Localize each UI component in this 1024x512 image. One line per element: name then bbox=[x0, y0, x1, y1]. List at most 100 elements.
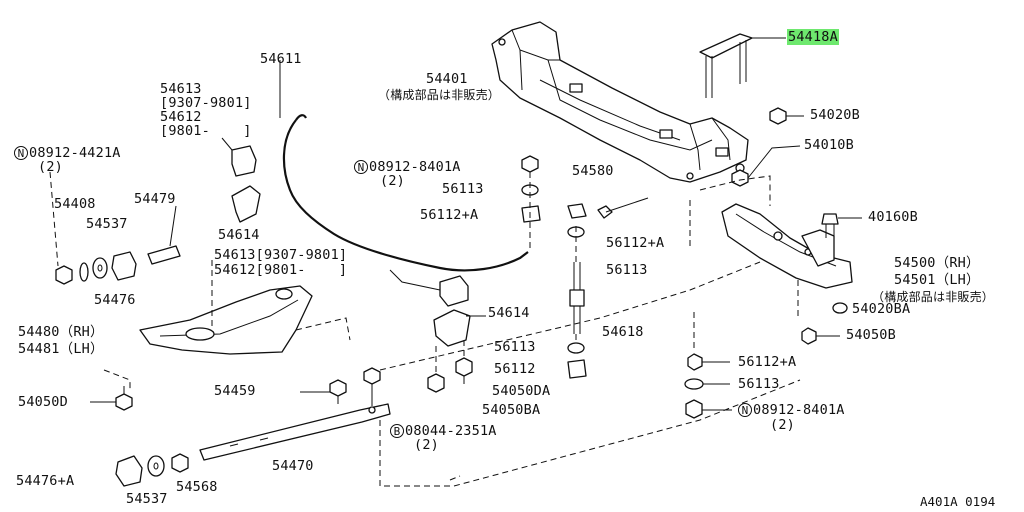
range: [9307-9801] bbox=[255, 247, 348, 263]
bushing-54476a bbox=[115, 455, 143, 487]
label-54614-mid[interactable]: 54614 bbox=[488, 305, 530, 321]
washer-56113-right bbox=[684, 378, 730, 390]
label-56113-right[interactable]: 56113 bbox=[738, 376, 780, 392]
part-number: 08912-4421A bbox=[29, 145, 121, 161]
label-54501-note: （構成部品は非販売） bbox=[872, 290, 995, 304]
circle-b-icon: B bbox=[390, 424, 404, 438]
label-54401[interactable]: 54401 bbox=[426, 71, 468, 87]
label-56112a-center[interactable]: 56112+A bbox=[420, 207, 479, 223]
part-number: 08044-2351A bbox=[405, 423, 497, 439]
range-54612-top: [9801- ] bbox=[160, 123, 252, 139]
part-number: 54612 bbox=[214, 262, 256, 278]
label-54613-mid[interactable]: 54613[9307-9801] bbox=[214, 248, 347, 263]
label-54612-mid[interactable]: 54612[9801- ] bbox=[214, 263, 347, 278]
nut-08912-4421a bbox=[49, 171, 73, 285]
range-54613-top: [9307-9801] bbox=[160, 95, 252, 111]
nut-54050b bbox=[801, 327, 840, 345]
label-54020ba[interactable]: 54020BA bbox=[852, 301, 911, 317]
nut-54020ba bbox=[832, 302, 848, 314]
qty-08912-8401a-center: (2) bbox=[380, 173, 405, 189]
label-54476-top[interactable]: 54476 bbox=[94, 292, 136, 308]
label-54612-top[interactable]: 54612 bbox=[160, 109, 202, 125]
nut-54020b bbox=[769, 107, 804, 125]
qty-08912-4421a: (2) bbox=[38, 159, 63, 175]
bolt-54050da bbox=[455, 357, 473, 384]
qty-08912-8401a-right: (2) bbox=[770, 417, 795, 433]
collar-56112a-center-right bbox=[567, 203, 587, 219]
nut-54568 bbox=[171, 453, 189, 473]
label-54580[interactable]: 54580 bbox=[572, 163, 614, 179]
label-54501[interactable]: 54501（LH） bbox=[894, 272, 980, 288]
label-56112a-center-right[interactable]: 56112+A bbox=[606, 235, 665, 251]
collar-56112a-right bbox=[687, 353, 730, 371]
bolt-40160b bbox=[821, 213, 862, 238]
label-54050da[interactable]: 54050DA bbox=[492, 383, 551, 399]
label-54050d[interactable]: 54050D bbox=[18, 394, 68, 410]
nut-08912-8401a-center bbox=[521, 155, 539, 173]
label-54401-note: （構成部品は非販売） bbox=[378, 88, 501, 102]
bolt-54580 bbox=[597, 197, 649, 219]
label-54614-left[interactable]: 54614 bbox=[218, 227, 260, 243]
label-54418a[interactable]: 54418A bbox=[787, 29, 839, 45]
label-54618[interactable]: 54618 bbox=[602, 324, 644, 340]
part-number: 08912-8401A bbox=[369, 159, 461, 175]
qty-08044-2351a: (2) bbox=[414, 437, 439, 453]
crossmember-54401 bbox=[491, 21, 749, 183]
label-54050ba-center[interactable]: 54050BA bbox=[482, 402, 541, 418]
label-54537-top[interactable]: 54537 bbox=[86, 216, 128, 232]
label-56113-center1[interactable]: 56113 bbox=[442, 181, 484, 197]
bracket-54614-left bbox=[231, 185, 261, 223]
label-56113-center-right[interactable]: 56113 bbox=[606, 262, 648, 278]
label-54537-bottom[interactable]: 54537 bbox=[126, 491, 168, 507]
label-54459[interactable]: 54459 bbox=[214, 383, 256, 399]
part-number-54418a: 54418A bbox=[787, 29, 839, 45]
circle-n-icon: N bbox=[14, 146, 28, 160]
collar-56112-center bbox=[567, 359, 587, 379]
label-54470[interactable]: 54470 bbox=[272, 458, 314, 474]
link-54500 bbox=[721, 203, 853, 289]
bushing-54476-top bbox=[111, 251, 137, 281]
label-54020b[interactable]: 54020B bbox=[810, 107, 860, 123]
lower-arm-54480 bbox=[139, 260, 351, 355]
label-54481[interactable]: 54481（LH） bbox=[18, 341, 104, 357]
bushing-54613-mid bbox=[389, 269, 469, 307]
washer-54537-top bbox=[92, 257, 108, 279]
collar-56112a-center bbox=[521, 205, 541, 223]
washer-54408 bbox=[79, 262, 89, 282]
circle-n-icon: N bbox=[738, 403, 752, 417]
nut-54050ba-center bbox=[427, 373, 445, 393]
part-number: 54613 bbox=[214, 247, 256, 263]
label-54010b[interactable]: 54010B bbox=[804, 137, 854, 153]
label-54480[interactable]: 54480（RH） bbox=[18, 324, 104, 340]
bracket-54614-mid bbox=[433, 309, 486, 347]
stabilizer-bar-54611 bbox=[279, 60, 529, 272]
label-54479[interactable]: 54479 bbox=[134, 191, 176, 207]
collar-54479 bbox=[147, 205, 181, 265]
label-40160b[interactable]: 40160B bbox=[868, 209, 918, 225]
tension-rod-54470 bbox=[199, 367, 391, 461]
label-54476a[interactable]: 54476+A bbox=[16, 473, 75, 489]
label-56113-center2[interactable]: 56113 bbox=[494, 339, 536, 355]
label-54568[interactable]: 54568 bbox=[176, 479, 218, 495]
label-54050b[interactable]: 54050B bbox=[846, 327, 896, 343]
nut-08912-8401a-right bbox=[685, 399, 732, 419]
label-56112a-right[interactable]: 56112+A bbox=[738, 354, 797, 370]
washer-56113-center2 bbox=[567, 342, 585, 354]
washer-54537-bottom bbox=[147, 455, 165, 477]
part-number: 08912-8401A bbox=[753, 402, 845, 418]
label-54408[interactable]: 54408 bbox=[54, 196, 96, 212]
label-54611[interactable]: 54611 bbox=[260, 51, 302, 67]
label-54500[interactable]: 54500（RH） bbox=[894, 255, 980, 271]
label-54613-top[interactable]: 54613 bbox=[160, 81, 202, 97]
bracket-54418a bbox=[699, 33, 786, 98]
bushing-54613-top bbox=[221, 137, 257, 177]
nut-54050d bbox=[90, 386, 133, 411]
label-56112-center[interactable]: 56112 bbox=[494, 361, 536, 377]
bolt-54459 bbox=[300, 379, 347, 404]
